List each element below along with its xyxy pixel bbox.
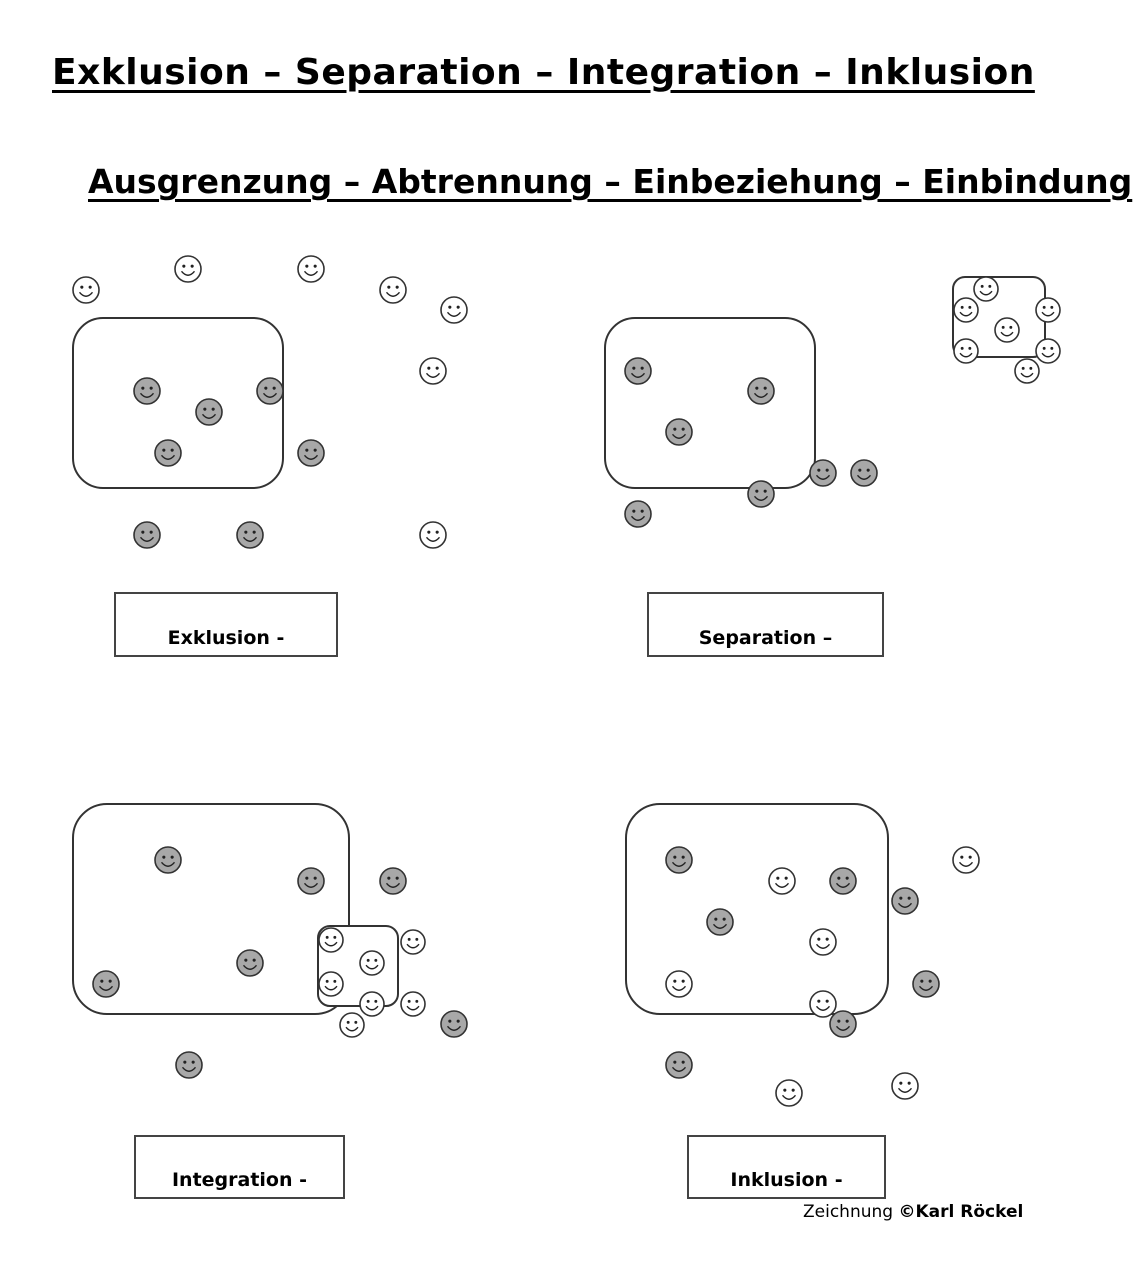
smiley-face-icon-filled — [809, 459, 837, 487]
smiley-face-icon — [359, 950, 385, 976]
smiley-face-icon — [953, 297, 979, 323]
smiley-face-icon — [952, 846, 980, 874]
smiley-face-icon — [1035, 338, 1061, 364]
smiley-face-icon — [665, 970, 693, 998]
smiley-face-icon-filled — [175, 1051, 203, 1079]
credit-prefix: Zeichnung — [803, 1202, 899, 1222]
smiley-face-icon-filled — [665, 418, 693, 446]
smiley-face-icon-filled — [297, 439, 325, 467]
smiley-face-icon — [1035, 297, 1061, 323]
label-box-integration: Integration - — [134, 1135, 345, 1199]
smiley-face-icon — [891, 1072, 919, 1100]
smiley-face-icon-filled — [195, 398, 223, 426]
smiley-face-icon — [973, 276, 999, 302]
smiley-face-icon-filled — [747, 377, 775, 405]
smiley-face-icon-filled — [829, 867, 857, 895]
smiley-face-icon — [359, 991, 385, 1017]
smiley-face-icon-filled — [912, 970, 940, 998]
smiley-face-icon — [339, 1012, 365, 1038]
label-box-exklusion: Exklusion - — [114, 592, 338, 657]
inclusion-group-box — [625, 803, 889, 1015]
smiley-face-icon-filled — [154, 846, 182, 874]
page-subtitle: Ausgrenzung – Abtrennung – Einbeziehung … — [88, 162, 1133, 201]
exclusion-group-box — [72, 317, 284, 489]
smiley-face-icon — [400, 929, 426, 955]
credit-author: ©Karl Röckel — [898, 1202, 1024, 1222]
smiley-face-icon-filled — [133, 521, 161, 549]
smiley-face-icon-filled — [379, 867, 407, 895]
smiley-face-icon-filled — [706, 908, 734, 936]
smiley-face-icon — [953, 338, 979, 364]
smiley-face-icon-filled — [624, 500, 652, 528]
smiley-face-icon-filled — [665, 846, 693, 874]
smiley-face-icon-filled — [297, 867, 325, 895]
smiley-face-icon-filled — [236, 521, 264, 549]
smiley-face-icon-filled — [624, 357, 652, 385]
smiley-face-icon — [768, 867, 796, 895]
faces-layer — [72, 255, 1061, 1107]
smiley-face-icon — [994, 317, 1020, 343]
smiley-face-icon — [419, 357, 447, 385]
smiley-face-icon — [72, 276, 100, 304]
smiley-face-icon-filled — [891, 887, 919, 915]
smiley-face-icon — [174, 255, 202, 283]
smiley-face-icon — [318, 971, 344, 997]
smiley-face-icon — [318, 927, 344, 953]
smiley-face-icon — [419, 521, 447, 549]
smiley-face-icon — [775, 1079, 803, 1107]
smiley-face-icon-filled — [850, 459, 878, 487]
smiley-face-icon — [297, 255, 325, 283]
smiley-face-icon-filled — [133, 377, 161, 405]
smiley-face-icon-filled — [747, 480, 775, 508]
smiley-face-icon-filled — [154, 439, 182, 467]
credit-line: Zeichnung ©Karl Röckel — [803, 1202, 1023, 1222]
smiley-face-icon-filled — [256, 377, 284, 405]
smiley-face-icon-filled — [665, 1051, 693, 1079]
smiley-face-icon — [440, 296, 468, 324]
smiley-face-icon-filled — [92, 970, 120, 998]
label-box-inklusion: Inklusion - — [687, 1135, 886, 1199]
smiley-face-icon-filled — [440, 1010, 468, 1038]
smiley-face-icon — [809, 928, 837, 956]
smiley-face-icon — [400, 991, 426, 1017]
smiley-face-icon — [379, 276, 407, 304]
smiley-face-icon-filled — [829, 1010, 857, 1038]
smiley-face-icon — [1014, 358, 1040, 384]
smiley-face-icon — [809, 990, 837, 1018]
integration-group-box — [72, 803, 350, 1015]
separation-group-box — [604, 317, 816, 489]
label-box-separation: Separation – — [647, 592, 884, 657]
page-title: Exklusion – Separation – Integration – I… — [52, 52, 1035, 93]
smiley-face-icon-filled — [236, 949, 264, 977]
